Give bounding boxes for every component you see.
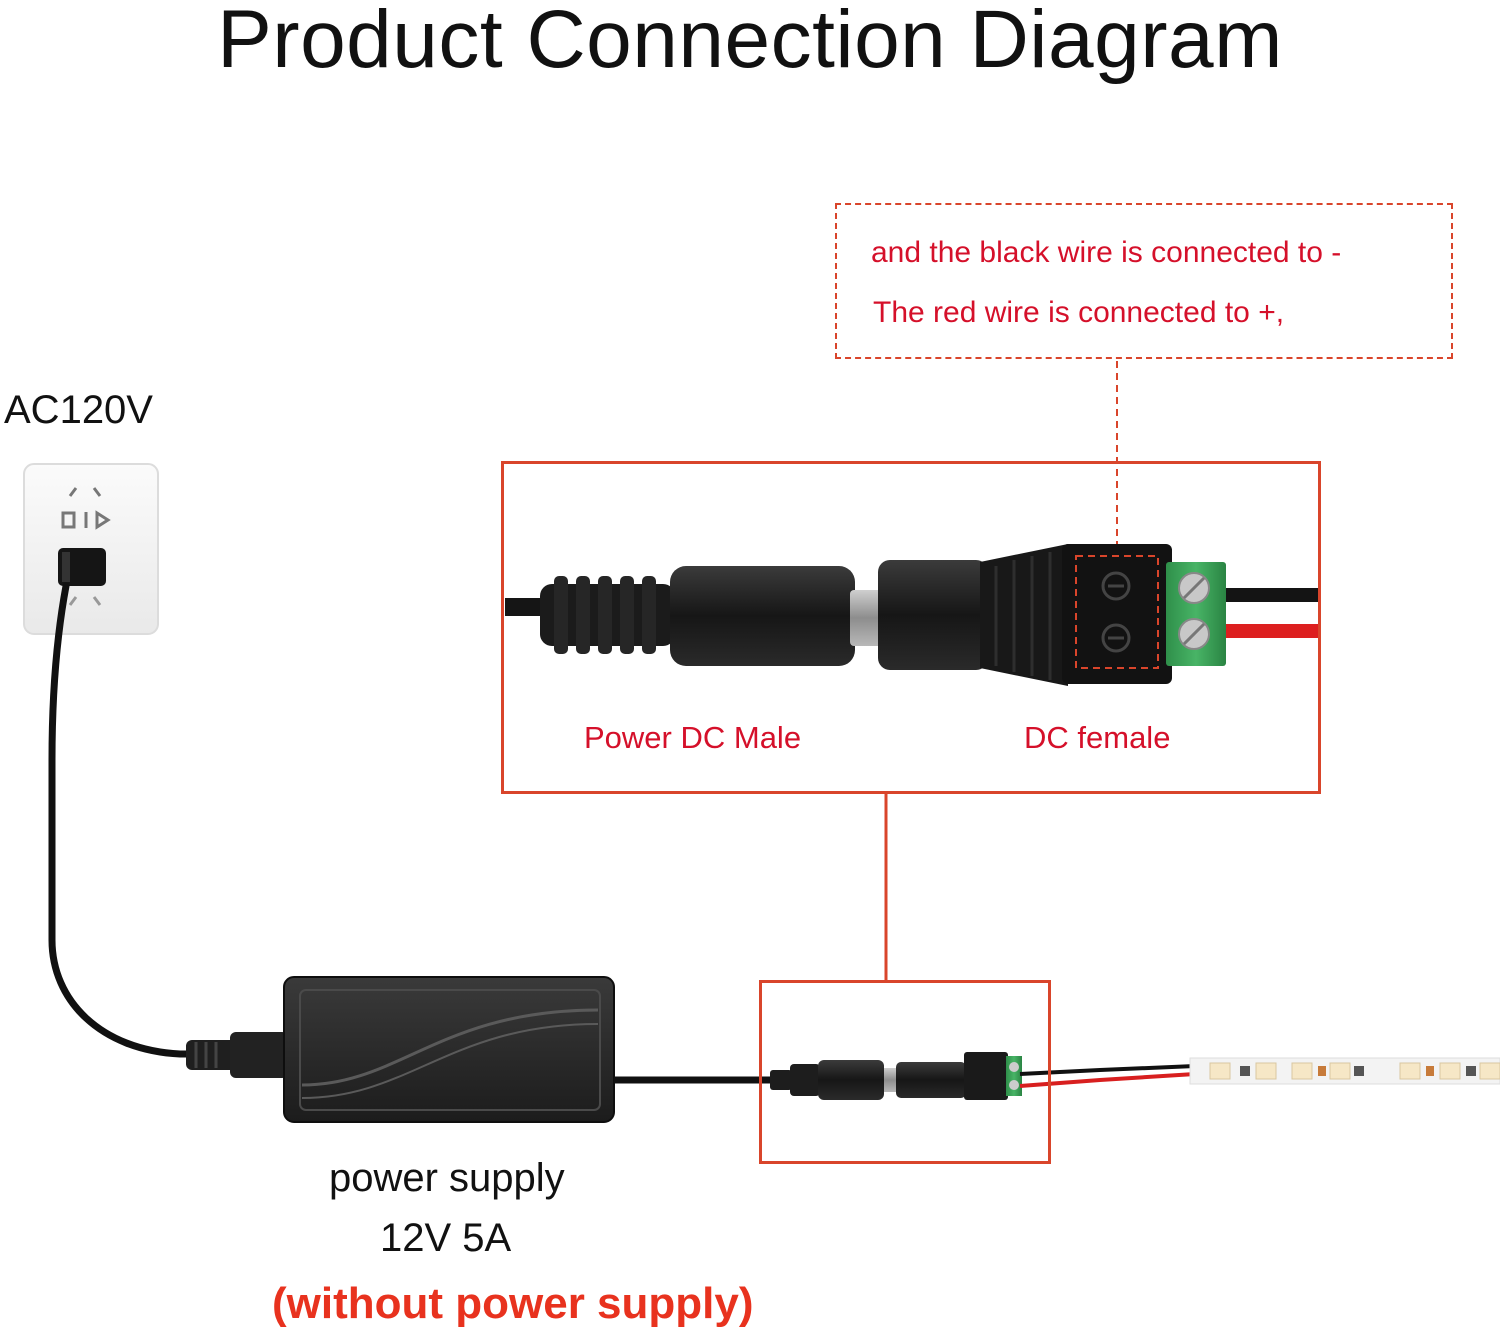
led-strip-icon — [1189, 1057, 1500, 1085]
dc-female-label: DC female — [1024, 720, 1171, 755]
ac-cord — [48, 582, 236, 1058]
connector-zoom-box — [501, 461, 1321, 794]
wiring-note-red: The red wire is connected to +, — [873, 296, 1285, 329]
power-adapter-icon — [186, 976, 615, 1123]
red-wire — [1019, 1072, 1196, 1088]
wall-socket-icon — [23, 463, 159, 635]
without-power-supply-note: (without power supply) — [272, 1279, 754, 1328]
wiring-note-black: and the black wire is connected to - — [871, 236, 1342, 269]
zoomed-connectors-illustration — [505, 544, 1318, 686]
page-title: Product Connection Diagram — [217, 0, 1283, 85]
black-wire — [1019, 1064, 1196, 1076]
small-dc-connector-icon — [770, 1052, 1022, 1100]
wiring-note-box — [835, 203, 1453, 359]
power-supply-spec: 12V 5A — [380, 1216, 512, 1260]
ac-voltage-label: AC120V — [4, 388, 153, 432]
power-supply-label: power supply — [329, 1156, 565, 1200]
connection-point-box — [759, 980, 1051, 1164]
dc-male-label: Power DC Male — [584, 720, 802, 755]
